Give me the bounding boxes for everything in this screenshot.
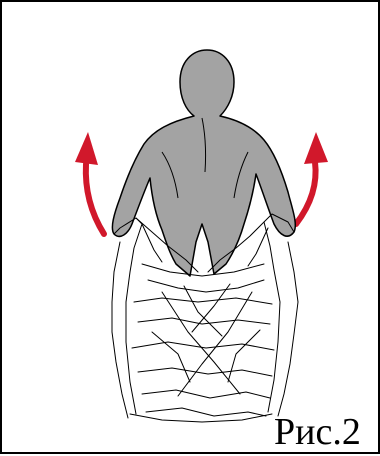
lift-up-arrow-right-icon — [296, 132, 328, 224]
lift-up-arrow-left-icon — [75, 132, 104, 234]
collapsed-bag-icon — [112, 214, 298, 422]
figure-caption: Рис.2 — [274, 412, 361, 452]
person-lifting-icon — [112, 50, 295, 276]
